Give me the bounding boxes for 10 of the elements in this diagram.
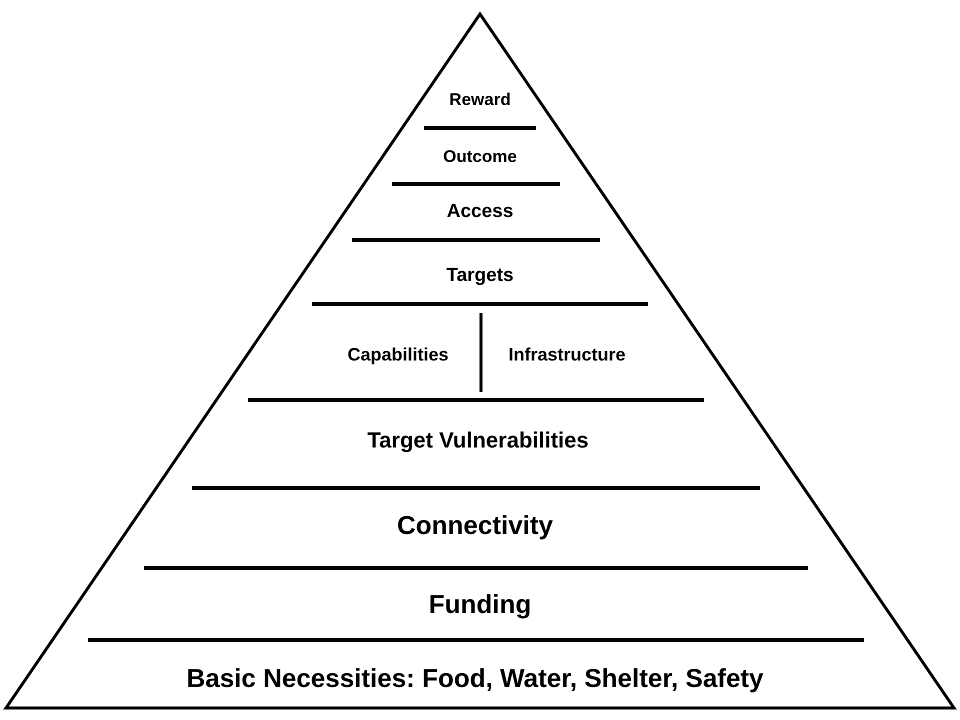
- tier-label: Capabilities: [347, 344, 449, 365]
- tier-label: Basic Necessities: Food, Water, Shelter, Safety: [186, 663, 764, 694]
- tier-label: Funding: [428, 589, 532, 620]
- tier-label: Connectivity: [396, 510, 554, 540]
- tier-label: Target Vulnerabilities: [367, 427, 589, 452]
- tier-label: Access: [446, 201, 514, 222]
- tier-label: Outcome: [443, 147, 517, 166]
- tier-label: Infrastructure: [508, 344, 626, 365]
- tier-label: Reward: [449, 90, 511, 110]
- tier-label: Targets: [446, 265, 514, 286]
